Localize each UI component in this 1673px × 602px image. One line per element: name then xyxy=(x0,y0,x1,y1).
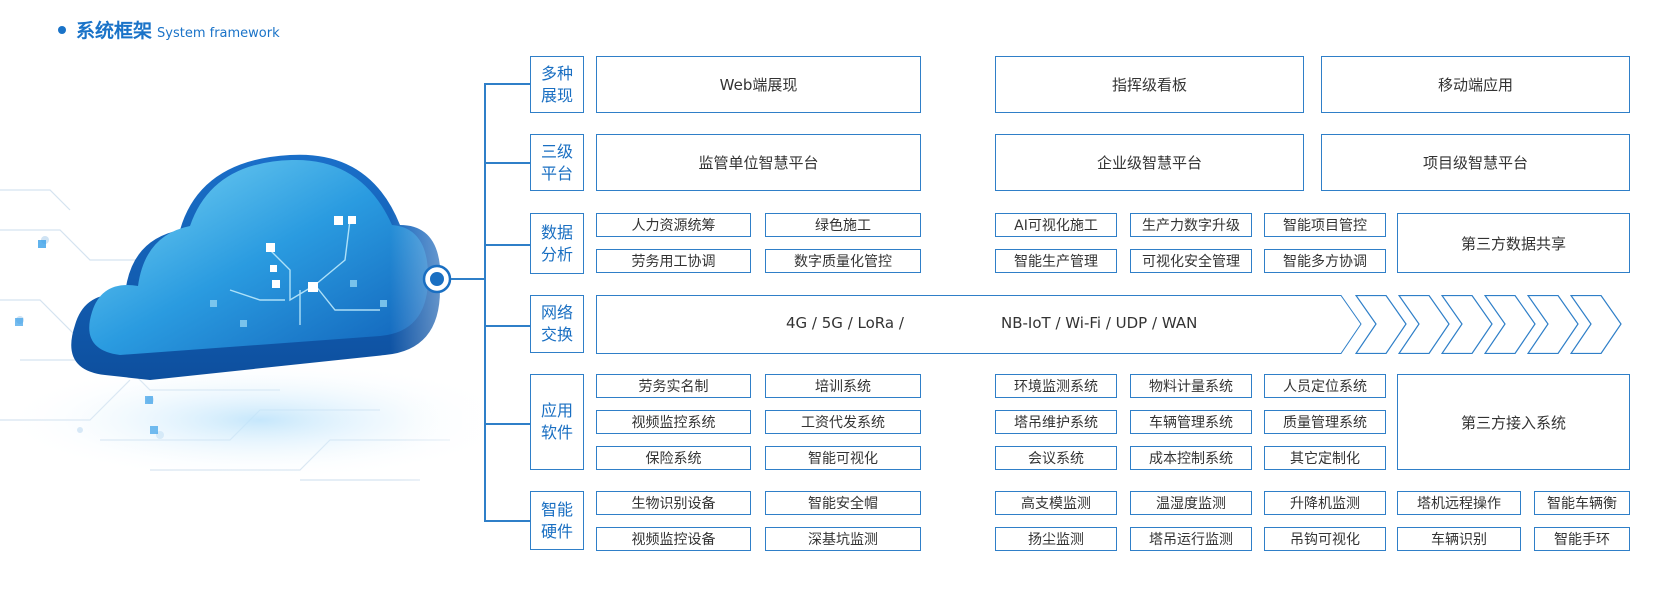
hardware-item: 生物识别设备 xyxy=(596,491,751,515)
data-item: AI可视化施工 xyxy=(995,213,1117,237)
label-line: 展现 xyxy=(540,85,573,105)
display-mobile: 移动端应用 xyxy=(1321,56,1630,113)
row-label-display: 多种展现 xyxy=(530,56,584,113)
hardware-item: 塔机远程操作 xyxy=(1397,491,1521,515)
branch-line xyxy=(484,423,530,425)
software-item: 其它定制化 xyxy=(1264,446,1386,470)
platform-project: 项目级智慧平台 xyxy=(1321,134,1630,191)
software-item: 塔吊维护系统 xyxy=(995,410,1117,434)
hardware-item: 视频监控设备 xyxy=(596,527,751,551)
platform-regulator: 监管单位智慧平台 xyxy=(596,134,921,191)
cloud-icon xyxy=(0,100,520,600)
hardware-item: 升降机监测 xyxy=(1264,491,1386,515)
label-line: 分析 xyxy=(540,244,573,264)
label-line: 平台 xyxy=(540,163,573,183)
data-third-party-sharing: 第三方数据共享 xyxy=(1397,213,1630,273)
platform-enterprise: 企业级智慧平台 xyxy=(995,134,1304,191)
hardware-item: 扬尘监测 xyxy=(995,527,1117,551)
data-item: 生产力数字升级 xyxy=(1130,213,1252,237)
trunk-line xyxy=(484,83,486,520)
hardware-item: 塔吊运行监测 xyxy=(1130,527,1252,551)
software-item: 物料计量系统 xyxy=(1130,374,1252,398)
software-item: 成本控制系统 xyxy=(1130,446,1252,470)
label-line: 软件 xyxy=(540,423,573,442)
software-item: 人员定位系统 xyxy=(1264,374,1386,398)
branch-line xyxy=(484,162,530,164)
software-item: 保险系统 xyxy=(596,446,751,470)
section-title: 系统框架 xyxy=(76,20,153,42)
data-item: 人力资源统筹 xyxy=(596,213,751,237)
branch-line xyxy=(484,520,530,522)
label-line: 硬件 xyxy=(540,521,573,541)
label-line: 应用 xyxy=(540,401,573,420)
hardware-item: 智能车辆衡 xyxy=(1534,491,1630,515)
hub-link-line xyxy=(451,278,484,280)
hardware-item: 温湿度监测 xyxy=(1130,491,1252,515)
data-item: 可视化安全管理 xyxy=(1130,249,1252,273)
row-label-network: 网络交换 xyxy=(530,295,584,353)
software-item: 环境监测系统 xyxy=(995,374,1117,398)
display-web: Web端展现 xyxy=(596,56,921,113)
network-protocols-left: 4G / 5G / LoRa / xyxy=(786,314,904,332)
section-subtitle: System framework xyxy=(157,26,280,41)
data-item: 绿色施工 xyxy=(765,213,921,237)
label-line: 网络 xyxy=(540,303,573,322)
data-item: 智能多方协调 xyxy=(1264,249,1386,273)
software-item: 会议系统 xyxy=(995,446,1117,470)
data-item: 数字质量化管控 xyxy=(765,249,921,273)
branch-line xyxy=(484,244,530,246)
label-line: 多种 xyxy=(540,63,573,83)
software-item: 工资代发系统 xyxy=(765,410,921,434)
network-protocols-right: NB-IoT / Wi-Fi / UDP / WAN xyxy=(1001,314,1198,332)
label-line: 智能 xyxy=(540,499,573,519)
data-item: 劳务用工协调 xyxy=(596,249,751,273)
target-icon xyxy=(422,264,452,294)
row-label-software: 应用软件 xyxy=(530,374,584,470)
display-dashboard: 指挥级看板 xyxy=(995,56,1304,113)
data-item: 智能项目管控 xyxy=(1264,213,1386,237)
hardware-item: 车辆识别 xyxy=(1397,527,1521,551)
row-label-platform: 三级平台 xyxy=(530,134,584,191)
software-item: 培训系统 xyxy=(765,374,921,398)
row-label-hardware: 智能硬件 xyxy=(530,491,584,550)
software-item: 劳务实名制 xyxy=(596,374,751,398)
label-line: 三级 xyxy=(540,141,573,161)
label-line: 数据 xyxy=(540,222,573,242)
hardware-item: 智能手环 xyxy=(1534,527,1630,551)
software-item: 智能可视化 xyxy=(765,446,921,470)
software-item: 视频监控系统 xyxy=(596,410,751,434)
hardware-item: 吊钩可视化 xyxy=(1264,527,1386,551)
network-arrow-banner xyxy=(596,295,1622,354)
hardware-item: 高支模监测 xyxy=(995,491,1117,515)
software-item: 质量管理系统 xyxy=(1264,410,1386,434)
branch-line xyxy=(484,83,530,85)
bullet-dot-icon xyxy=(58,26,66,34)
data-item: 智能生产管理 xyxy=(995,249,1117,273)
software-item: 车辆管理系统 xyxy=(1130,410,1252,434)
row-label-data: 数据分析 xyxy=(530,213,584,274)
hardware-item: 深基坑监测 xyxy=(765,527,921,551)
software-third-party-access: 第三方接入系统 xyxy=(1397,374,1630,470)
label-line: 交换 xyxy=(540,325,573,344)
hardware-item: 智能安全帽 xyxy=(765,491,921,515)
branch-line xyxy=(484,325,530,327)
section-header: 系统框架 System framework xyxy=(58,16,280,43)
